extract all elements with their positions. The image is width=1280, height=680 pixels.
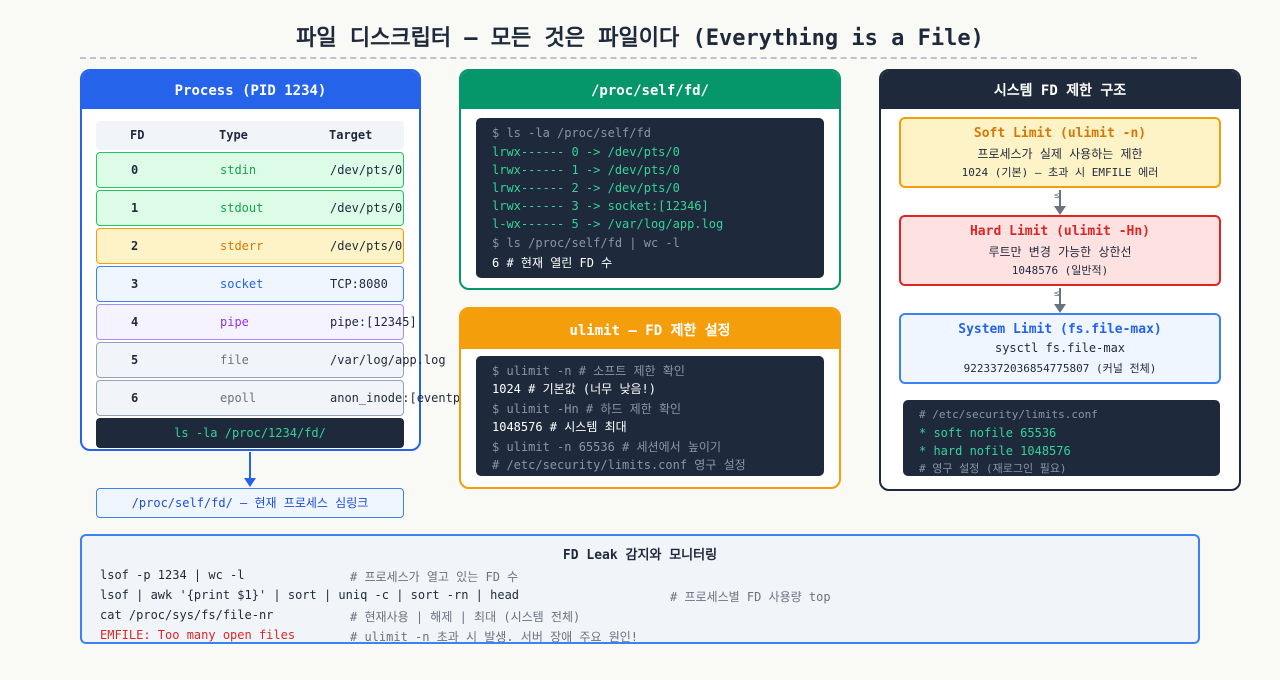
fd-number: 4 [131, 315, 139, 329]
fd-row-socket: 3 socket TCP:8080 [96, 266, 404, 302]
fd-type: socket [220, 277, 264, 291]
terminal-line: * soft nofile 65536 [919, 426, 1057, 440]
fd-target: pipe:[12345] [330, 315, 417, 329]
system-limit-box: System Limit (fs.file-max) sysctl fs.fil… [899, 313, 1221, 384]
leak-comment: # 현재사용 | 해제 | 최대 (시스템 전체) [350, 610, 581, 624]
fd-row-stdout: 1 stdout /dev/pts/0 [96, 190, 404, 226]
ulimit-terminal: $ ulimit -n # 소프트 제한 확인 1024 # 기본값 (너무 낮… [476, 356, 824, 476]
leak-comment: # 프로세스별 FD 사용량 top [670, 590, 831, 604]
hard-limit-value: 1048576 (일반적) [1011, 264, 1109, 277]
soft-limit-title: Soft Limit (ulimit -n) [973, 126, 1147, 141]
fd-type: stderr [220, 239, 264, 253]
arrow-line [1059, 190, 1061, 208]
fd-type: stdout [220, 201, 264, 215]
procfd-terminal: $ ls -la /proc/self/fd lrwx------ 0 -> /… [476, 118, 824, 278]
fd-row-epoll: 6 epoll anon_inode:[eventpoll] [96, 380, 489, 416]
terminal-line: $ ulimit -n 65536 # 세션에서 높이기 [492, 440, 721, 454]
hard-limit-box: Hard Limit (ulimit -Hn) 루트만 변경 가능한 상한선 1… [899, 215, 1221, 286]
terminal-line: * hard nofile 1048576 [919, 444, 1071, 458]
system-limit-desc: sysctl fs.file-max [994, 341, 1126, 355]
limits-conf-terminal: # /etc/security/limits.conf * soft nofil… [903, 400, 1220, 476]
terminal-line: # /etc/security/limits.conf [919, 408, 1098, 421]
fd-target: /var/log/app.log [330, 353, 446, 367]
ls-command-bar: ls -la /proc/1234/fd/ [96, 418, 404, 448]
leak-cmd: lsof -p 1234 | wc -l [100, 568, 245, 582]
terminal-line: $ ulimit -Hn # 하드 제한 확인 [492, 402, 682, 416]
fd-number: 1 [131, 201, 139, 215]
leak-comment: # ulimit -n 초과 시 발생. 서버 장애 주요 원인! [350, 630, 639, 644]
fd-table-header: FD Type Target [96, 121, 404, 150]
terminal-line: 1024 # 기본값 (너무 낮음!) [492, 382, 656, 396]
column-header-fd: FD [130, 128, 145, 142]
terminal-line: 6 # 현재 열린 FD 수 [492, 256, 613, 270]
leak-error: EMFILE: Too many open files [100, 628, 296, 642]
limits-panel-header: 시스템 FD 제한 구조 [881, 71, 1239, 109]
fd-type: epoll [220, 391, 257, 405]
arrow-down-icon [1054, 206, 1066, 215]
terminal-line: lrwx------ 3 -> socket:[12346] [492, 199, 709, 213]
fd-row-stderr: 2 stderr /dev/pts/0 [96, 228, 404, 264]
ulimit-panel-header: ulimit — FD 제한 설정 [461, 309, 839, 349]
fd-target: /dev/pts/0 [330, 239, 403, 253]
fd-type: file [220, 353, 249, 367]
leak-comment: # 프로세스가 열고 있는 FD 수 [350, 570, 519, 584]
fd-row-pipe: 4 pipe pipe:[12345] [96, 304, 417, 340]
procfd-panel-header: /proc/self/fd/ [461, 71, 839, 109]
terminal-line: lrwx------ 0 -> /dev/pts/0 [492, 145, 680, 159]
process-panel-header: Process (PID 1234) [82, 71, 419, 109]
terminal-line: lrwx------ 2 -> /dev/pts/0 [492, 181, 680, 195]
hard-limit-title: Hard Limit (ulimit -Hn) [969, 224, 1150, 239]
terminal-line: 1048576 # 시스템 최대 [492, 420, 627, 434]
terminal-line: $ ulimit -n # 소프트 제한 확인 [492, 364, 685, 378]
terminal-line: lrwx------ 1 -> /dev/pts/0 [492, 163, 680, 177]
fd-leak-title: FD Leak 감지와 모니터링 [562, 548, 718, 563]
fd-number: 2 [131, 239, 139, 253]
title-divider [80, 57, 1197, 59]
fd-row-stdin: 0 stdin /dev/pts/0 [96, 152, 404, 188]
le-symbol: ≤ [1054, 191, 1060, 201]
terminal-line: l-wx------ 5 -> /var/log/app.log [492, 217, 724, 231]
column-header-type: Type [219, 128, 248, 142]
soft-limit-box: Soft Limit (ulimit -n) 프로세스가 실제 사용하는 제한 … [899, 117, 1221, 188]
fd-type: pipe [220, 315, 249, 329]
fd-type: stdin [220, 163, 257, 177]
system-limit-value: 9223372036854775807 (커널 전체) [963, 362, 1157, 375]
leak-cmd: cat /proc/sys/fs/file-nr [100, 608, 274, 622]
fd-number: 5 [131, 353, 139, 367]
fd-number: 3 [131, 277, 139, 291]
arrow-down-icon [244, 478, 256, 487]
fd-row-file: 5 file /var/log/app.log [96, 342, 446, 378]
terminal-line: # 영구 설정 (재로그인 필요) [919, 462, 1067, 475]
fd-number: 0 [131, 163, 139, 177]
terminal-line: # /etc/security/limits.conf 영구 설정 [492, 458, 746, 472]
le-symbol: ≤ [1054, 289, 1060, 299]
fd-target: /dev/pts/0 [330, 163, 403, 177]
soft-limit-value: 1024 (기본) — 초과 시 EMFILE 에러 [961, 166, 1159, 179]
arrow-down-icon [1054, 304, 1066, 313]
fd-target: TCP:8080 [330, 277, 388, 291]
fd-target: /dev/pts/0 [330, 201, 403, 215]
fd-number: 6 [131, 391, 139, 405]
terminal-line: $ ls /proc/self/fd | wc -l [492, 236, 680, 250]
soft-limit-desc: 프로세스가 실제 사용하는 제한 [977, 147, 1143, 161]
leak-cmd: lsof | awk '{print $1}' | sort | uniq -c… [100, 588, 520, 602]
fd-leak-panel: FD Leak 감지와 모니터링 lsof -p 1234 | wc -l # … [80, 534, 1200, 644]
fd-target: anon_inode:[eventpoll] [330, 391, 489, 405]
system-limit-title: System Limit (fs.file-max) [958, 322, 1162, 337]
terminal-line: $ ls -la /proc/self/fd [492, 126, 651, 140]
page-title: 파일 디스크립터 — 모든 것은 파일이다 (Everything is a F… [296, 26, 984, 51]
arrow-down-line [249, 452, 251, 480]
hard-limit-desc: 루트만 변경 가능한 상한선 [988, 245, 1132, 259]
proc-self-symlink-box: /proc/self/fd/ — 현재 프로세스 심링크 [96, 488, 404, 518]
arrow-line [1059, 288, 1061, 305]
column-header-target: Target [329, 128, 373, 142]
